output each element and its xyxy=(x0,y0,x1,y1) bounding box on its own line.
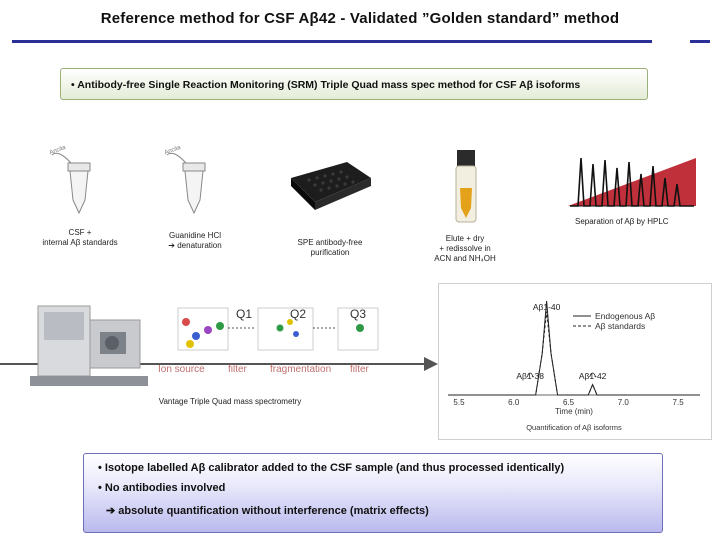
conclusion-line-3-wrap: ➔ absolute quantification without interf… xyxy=(106,504,429,517)
method-summary-box: • Antibody-free Single Reaction Monitori… xyxy=(60,68,648,100)
svg-text:Ancita: Ancita xyxy=(165,145,182,156)
x-axis-label: Time (min) xyxy=(555,407,593,416)
conclusion-line-1: • Isotope labelled Aβ calibrator added t… xyxy=(98,462,565,474)
filter1-label: filter xyxy=(228,364,248,375)
step2-caption-line2: ➔ denaturation xyxy=(168,241,222,250)
step4-caption-line1: Elute + dry xyxy=(445,234,485,243)
step3-caption-line2: purification xyxy=(310,248,350,257)
ion-source-label: Ion source xyxy=(158,364,205,375)
q1-label: Q1 xyxy=(236,307,252,321)
x-tick-label: 6.0 xyxy=(508,398,520,407)
chromatogram-chart-frame xyxy=(438,283,712,440)
q3-label: Q3 xyxy=(350,307,366,321)
instrument-caption: Vantage Triple Quad mass spectrometry xyxy=(158,397,302,406)
step4-caption-line3: ACN and NH₄OH xyxy=(434,254,496,263)
chart-caption: Quantification of Aβ isoforms xyxy=(526,423,622,432)
triple-quad-schematic: Q1 Q2 Q3 Ion source filter fragmentation… xyxy=(158,307,379,375)
peak-label: Aβ1-40 xyxy=(533,302,561,312)
step1-caption: CSF + internal Aβ standards xyxy=(20,228,140,248)
step2-caption-line1: Guanidine HCl xyxy=(168,231,222,240)
x-tick-label: 6.5 xyxy=(563,398,575,407)
step4-caption: Elute + dry + redissolve in ACN and NH₄O… xyxy=(415,234,515,264)
q2-label: Q2 xyxy=(290,307,306,321)
conclusion-box: • Isotope labelled Aβ calibrator added t… xyxy=(83,453,663,533)
page-title: Reference method for CSF Aβ42 - Validate… xyxy=(100,10,620,27)
conclusion-line-2: • No antibodies involved xyxy=(98,482,226,494)
title-rule xyxy=(12,40,652,43)
step3-caption-line1: SPE antibody-free xyxy=(297,238,363,247)
legend-label: Endogenous Aβ xyxy=(595,311,655,321)
right-arrow-icon: ➔ xyxy=(106,505,119,517)
legend-label: Aβ standards xyxy=(595,321,645,331)
series-line xyxy=(448,311,700,396)
fragmentation-label: fragmentation xyxy=(270,364,331,375)
eppendorf-tube-icon: Ancita xyxy=(50,145,91,215)
minor-peak xyxy=(589,372,597,378)
x-tick-label: 5.5 xyxy=(453,398,465,407)
peak-label: Aβ1-38 xyxy=(516,371,544,381)
svg-text:Ancita: Ancita xyxy=(50,145,67,156)
series-line xyxy=(448,300,700,396)
chromatogram-icon xyxy=(568,154,696,212)
mass-spectrometer-icon xyxy=(30,305,148,386)
step4-caption-line2: + redissolve in xyxy=(439,244,491,253)
step1-caption-line1: CSF + xyxy=(68,228,92,237)
step1-caption-line2: internal Aβ standards xyxy=(42,238,118,247)
eppendorf-tube-icon: Ancita xyxy=(165,145,206,215)
x-tick-label: 7.5 xyxy=(673,398,685,407)
vial-icon xyxy=(455,150,477,223)
step2-caption: Guanidine HCl ➔ denaturation xyxy=(135,231,255,251)
x-tick-label: 7.0 xyxy=(618,398,630,407)
conclusion-line-3: absolute quantification without interfer… xyxy=(118,505,429,517)
step5-caption: Separation of Aβ by HPLC xyxy=(575,217,669,226)
filter2-label: filter xyxy=(350,364,370,375)
minor-peak xyxy=(526,372,534,378)
spe-plate-icon xyxy=(291,162,371,210)
title-rule-end xyxy=(690,40,710,43)
step3-caption: SPE antibody-free purification xyxy=(270,238,390,258)
peak-label: Aβ1-42 xyxy=(579,371,607,381)
